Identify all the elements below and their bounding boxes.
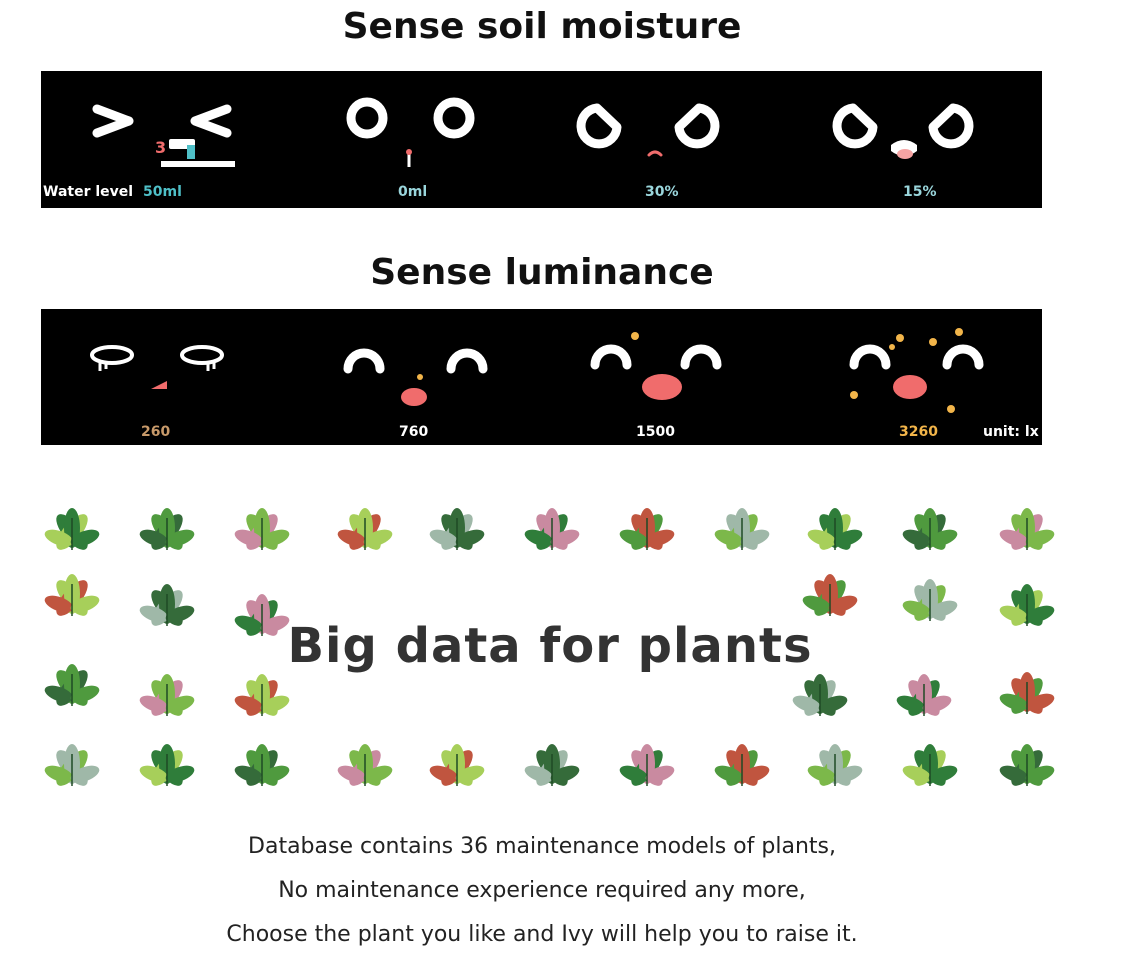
plant-icon <box>334 500 396 558</box>
neutral-face-icon <box>346 97 475 167</box>
plant-grid <box>41 496 1055 796</box>
lux-value-4: 3260 <box>899 424 938 440</box>
description-line-3: Choose the plant you like and Ivy will h… <box>226 922 858 947</box>
plant-icon <box>899 571 961 629</box>
plant-icon <box>41 736 103 794</box>
plant-icon <box>996 576 1058 634</box>
lux-value-3: 1500 <box>636 424 675 440</box>
soil-value-2: 0ml <box>398 184 428 200</box>
water-level-label: Water level <box>43 184 134 200</box>
plant-icon <box>616 500 678 558</box>
plant-icon <box>136 500 198 558</box>
plant-icon <box>893 666 955 724</box>
sun-sparkle-icon <box>850 328 963 413</box>
plant-icon <box>136 666 198 724</box>
soil-value-4: 15% <box>903 184 937 200</box>
description-line-2: No maintenance experience required any m… <box>278 878 806 903</box>
plant-icon <box>996 664 1058 722</box>
svg-text:3: 3 <box>155 138 166 157</box>
plant-icon <box>136 736 198 794</box>
luminance-panel: 260 760 1500 3260 unit: lx <box>41 309 1042 445</box>
unit-label: unit: lx <box>983 424 1039 440</box>
plant-icon <box>136 576 198 634</box>
plant-icon <box>711 736 773 794</box>
plant-icon <box>231 666 293 724</box>
plant-icon <box>616 736 678 794</box>
plant-icon <box>789 666 851 724</box>
excited-face-icon: 3 <box>92 104 235 167</box>
dazzled-face-icon <box>849 328 984 413</box>
plant-icon <box>231 500 293 558</box>
plant-icon <box>41 566 103 624</box>
description-line-1: Database contains 36 maintenance models … <box>248 834 836 859</box>
lux-value-2: 760 <box>399 424 429 440</box>
content-face-icon <box>343 348 488 406</box>
sad-face-icon <box>576 103 720 157</box>
plant-icon <box>711 500 773 558</box>
plant-icon <box>426 500 488 558</box>
plant-icon <box>996 500 1058 558</box>
faucet-icon: 3 <box>155 138 235 167</box>
thirsty-face-icon <box>832 103 974 159</box>
plant-icon <box>804 500 866 558</box>
soil-moisture-heading: Sense soil moisture <box>342 6 742 47</box>
plant-icon <box>426 736 488 794</box>
soil-value-1: 50ml <box>143 184 182 200</box>
soil-value-3: 30% <box>645 184 679 200</box>
plant-icon <box>996 736 1058 794</box>
plant-icon <box>231 586 293 644</box>
happy-face-icon <box>590 332 722 400</box>
lux-value-1: 260 <box>141 424 171 440</box>
plant-icon <box>41 500 103 558</box>
plant-icon <box>899 500 961 558</box>
plant-icon <box>334 736 396 794</box>
plant-icon <box>231 736 293 794</box>
sleepy-face-icon <box>90 345 224 389</box>
plant-icon <box>41 656 103 714</box>
plant-icon <box>521 736 583 794</box>
plant-icon <box>521 500 583 558</box>
plant-icon <box>899 736 961 794</box>
plant-icon <box>799 566 861 624</box>
soil-moisture-panel: 3 Water level 50ml 0ml 30% 15% <box>41 71 1042 208</box>
big-data-title: Big data for plants <box>287 618 813 674</box>
plant-icon <box>804 736 866 794</box>
luminance-heading: Sense luminance <box>370 252 714 293</box>
